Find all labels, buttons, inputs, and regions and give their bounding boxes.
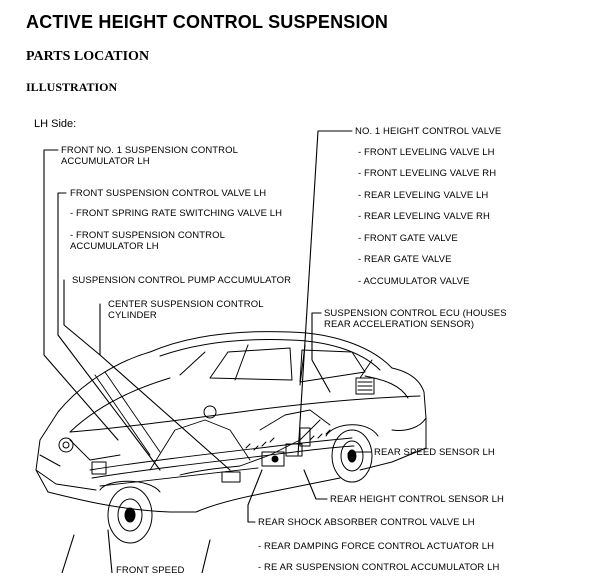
label-rear-shock-valve: REAR SHOCK ABSORBER CONTROL VALVE LH <box>258 517 475 528</box>
label-line: CENTER SUSPENSION CONTROL <box>108 299 264 310</box>
label-front-no1-accumulator: FRONT NO. 1 SUSPENSION CONTROL ACCUMULAT… <box>61 145 238 167</box>
label-front-spring-rate: - FRONT SPRING RATE SWITCHING VALVE LH <box>70 208 283 219</box>
side-label: LH Side: <box>34 118 77 130</box>
label-front-valve-lh: FRONT SUSPENSION CONTROL VALVE LH <box>70 188 267 199</box>
front-wheel <box>99 480 161 544</box>
label-line: FRONT NO. 1 SUSPENSION CONTROL <box>61 145 239 156</box>
label-rear-leveling-lh: - REAR LEVELING VALVE LH <box>358 190 489 201</box>
label-line: - FRONT SUSPENSION CONTROL <box>70 230 225 241</box>
label-rear-speed-sensor: REAR SPEED SENSOR LH <box>374 447 495 458</box>
label-line: REAR ACCELERATION SENSOR) <box>324 319 475 330</box>
label-rear-accumulator: - RE AR SUSPENSION CONTROL ACCUMULATOR L… <box>258 562 500 573</box>
label-front-leveling-rh: - FRONT LEVELING VALVE RH <box>358 168 497 179</box>
leader-lines-right <box>247 130 372 523</box>
section-heading: PARTS LOCATION <box>26 49 150 64</box>
label-line: ACCUMULATOR LH <box>61 156 150 167</box>
label-front-accumulator-lh: - FRONT SUSPENSION CONTROL ACCUMULATOR L… <box>70 230 225 252</box>
label-rear-damping: - REAR DAMPING FORCE CONTROL ACTUATOR LH <box>258 541 495 552</box>
label-ecu: SUSPENSION CONTROL ECU (HOUSES REAR ACCE… <box>324 308 507 330</box>
label-no1-height-valve: NO. 1 HEIGHT CONTROL VALVE <box>355 126 502 137</box>
leader-lines-left <box>43 149 231 573</box>
suspension-piping <box>69 371 355 487</box>
label-rear-leveling-rh: - REAR LEVELING VALVE RH <box>358 211 490 222</box>
label-pump-accumulator: SUSPENSION CONTROL PUMP ACCUMULATOR <box>72 275 292 286</box>
label-front-speed: FRONT SPEED <box>116 565 185 576</box>
page-title: ACTIVE HEIGHT CONTROL SUSPENSION <box>26 12 389 32</box>
label-front-leveling-lh: - FRONT LEVELING VALVE LH <box>358 147 495 158</box>
label-line: SUSPENSION CONTROL ECU (HOUSES <box>324 308 507 319</box>
label-rear-height-sensor: REAR HEIGHT CONTROL SENSOR LH <box>330 494 504 505</box>
label-center-cylinder: CENTER SUSPENSION CONTROL CYLINDER <box>108 299 264 321</box>
label-rear-gate: - REAR GATE VALVE <box>358 254 452 265</box>
label-accumulator-valve: - ACCUMULATOR VALVE <box>358 276 470 287</box>
label-front-gate: - FRONT GATE VALVE <box>358 233 458 244</box>
car-body <box>35 331 427 513</box>
label-line: ACCUMULATOR LH <box>70 241 159 252</box>
rear-wheel <box>325 424 379 483</box>
subsection-heading: ILLUSTRATION <box>26 80 118 94</box>
label-line: CYLINDER <box>108 310 157 321</box>
components <box>58 377 375 483</box>
